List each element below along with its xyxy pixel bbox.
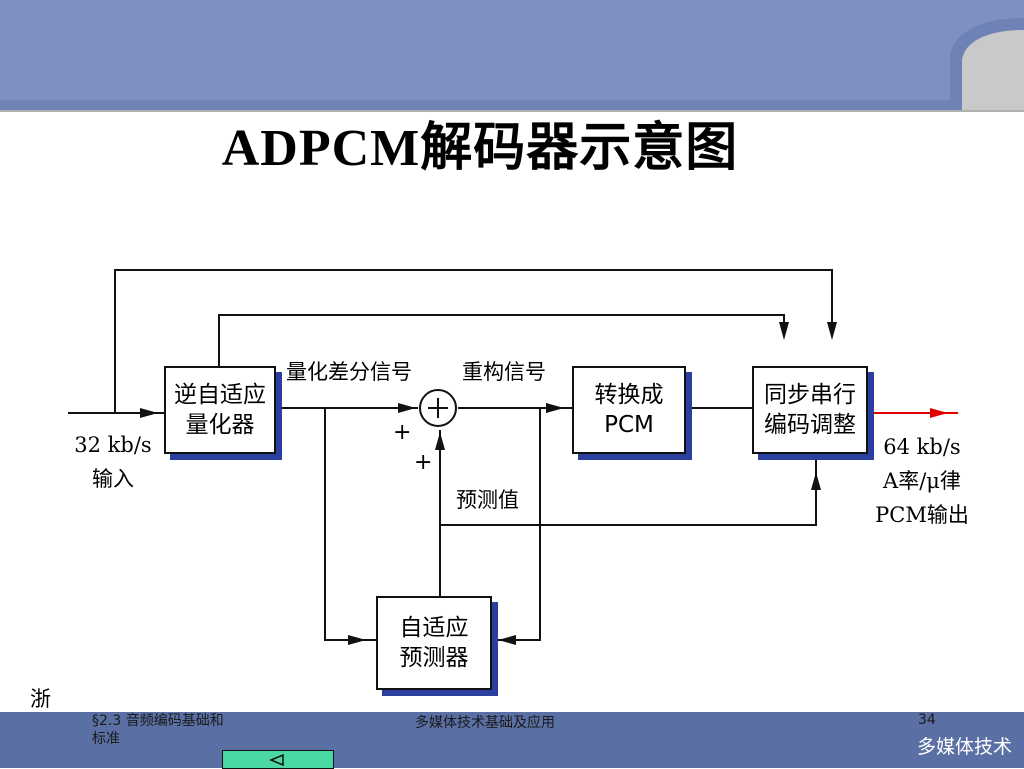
block-label: 自适应 <box>399 615 469 641</box>
page-title: ADPCM解码器示意图 <box>221 120 739 177</box>
to-pcm-block: 转换成 PCM <box>572 366 686 454</box>
back-arrow-icon <box>269 753 284 766</box>
footer-brand: 多媒体技术 <box>916 736 1012 758</box>
block-label: PCM <box>604 412 654 438</box>
footer-section: §2.3 音频编码基础和 标准 <box>92 712 224 748</box>
footer-course: 多媒体技术基础及应用 <box>415 715 555 731</box>
predictor-block: 自适应 预测器 <box>376 596 492 690</box>
output-law: A率/μ律 <box>883 469 961 493</box>
block-label: 编码调整 <box>764 412 856 438</box>
input-rate: 32 kb/s <box>74 433 152 457</box>
quantized-diff-label: 量化差分信号 <box>286 360 412 384</box>
plus-sign: + <box>393 420 412 445</box>
footer-section-line: §2.3 音频编码基础和 <box>92 713 224 729</box>
block-label: 同步串行 <box>764 382 856 408</box>
block-label: 转换成 <box>594 382 664 408</box>
output-label: 64 kb/s A率/μ律 PCM输出 <box>862 430 982 532</box>
sync-adjust-block: 同步串行 编码调整 <box>752 366 868 454</box>
footer-band <box>0 712 1024 768</box>
input-label: 32 kb/s 输入 <box>68 428 158 496</box>
corner-text: 浙 <box>30 687 51 711</box>
block-label: 逆自适应 <box>174 382 266 408</box>
output-name: PCM输出 <box>875 503 969 527</box>
reconstructed-label: 重构信号 <box>462 360 546 384</box>
previous-slide-button[interactable] <box>222 750 334 769</box>
block-label: 预测器 <box>399 645 469 671</box>
input-name: 输入 <box>92 467 134 491</box>
plus-sign: + <box>414 450 433 475</box>
inverse-quantizer-block: 逆自适应 量化器 <box>164 366 276 454</box>
block-label: 量化器 <box>185 412 255 438</box>
predicted-value-label: 预测值 <box>456 488 519 512</box>
footer-page-number: 34 <box>918 712 936 728</box>
footer-section-line: 标准 <box>92 731 120 747</box>
output-rate: 64 kb/s <box>883 435 961 459</box>
header-band <box>0 0 1024 112</box>
